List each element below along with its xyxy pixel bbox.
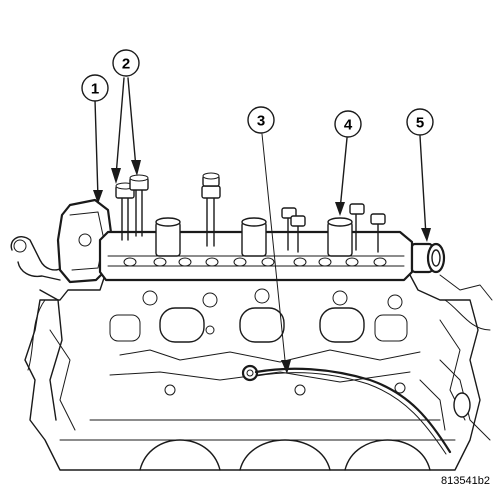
callout-1: 1 — [81, 74, 109, 102]
intake-runner-a — [155, 217, 181, 257]
intake-runners — [155, 217, 353, 257]
right-details — [419, 359, 491, 441]
callout-4: 4 — [334, 110, 362, 138]
callout-5: 5 — [406, 108, 434, 136]
head-bolts-right — [281, 203, 386, 253]
head-bolt-middle — [201, 172, 221, 247]
intake-ports — [109, 307, 408, 343]
intake-runner — [327, 217, 353, 257]
flange-bolts — [123, 257, 387, 267]
callout-5-label: 5 — [416, 115, 424, 132]
intake-runner-b — [241, 217, 267, 257]
callout-2: 2 — [112, 49, 140, 77]
coupler — [410, 242, 493, 331]
head-bolts — [115, 172, 386, 253]
figure-id: 813541b2 — [441, 475, 490, 487]
callout-1-label: 1 — [91, 81, 99, 98]
callout-4-label: 4 — [344, 117, 353, 134]
engine-block — [24, 274, 481, 471]
head-bolts-left — [115, 174, 149, 241]
callout-3-label: 3 — [257, 113, 265, 130]
leader-lines — [93, 77, 431, 374]
left-accessories — [10, 198, 114, 421]
callout-3: 3 — [247, 106, 275, 134]
callout-2-label: 2 — [122, 56, 130, 73]
